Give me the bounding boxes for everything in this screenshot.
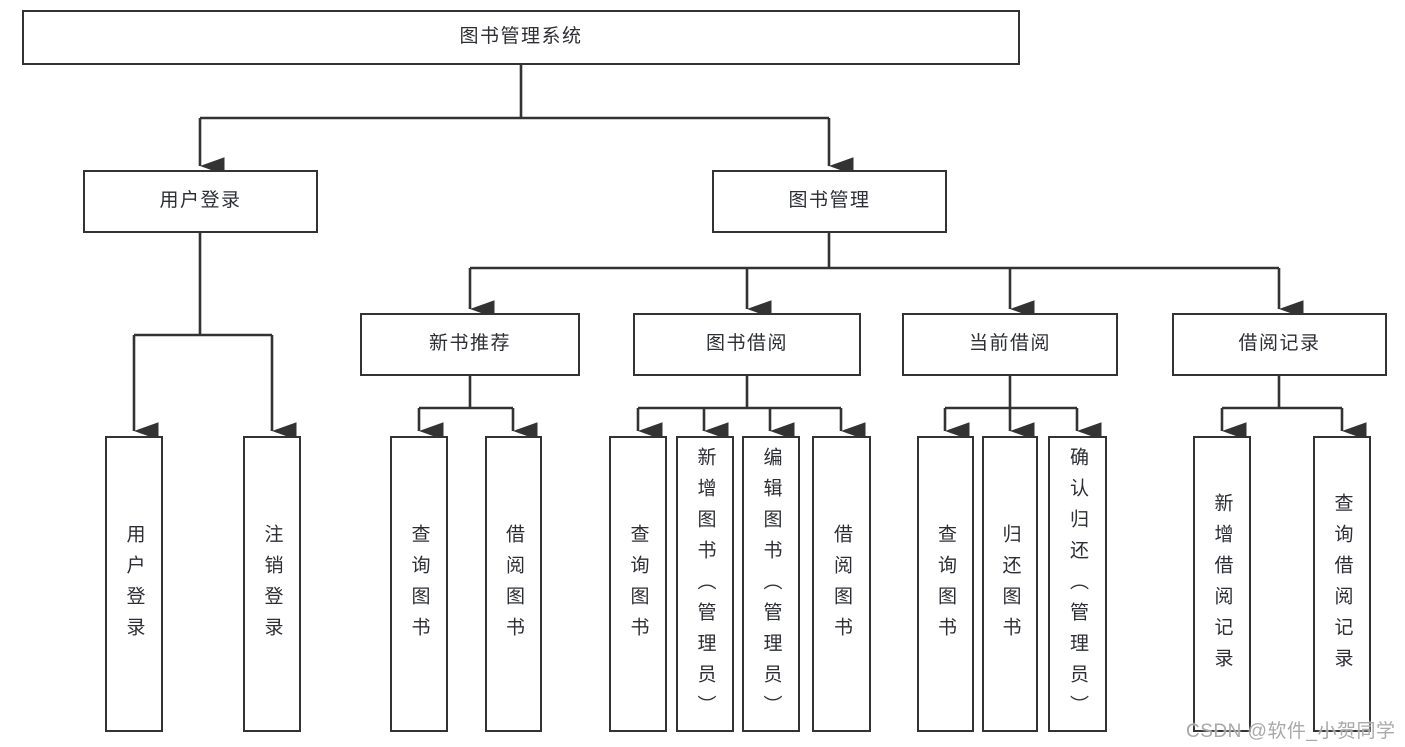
leaf-search-borrow-record: 查询借阅记录 <box>1313 436 1371 732</box>
leaf-add-books-admin: 新增图书（管理员） <box>676 436 734 732</box>
node-library-system: 图书管理系统 <box>22 10 1020 65</box>
leaf-confirm-return-admin: 确认归还（管理员） <box>1048 436 1107 732</box>
leaf-logout: 注销登录 <box>243 436 301 732</box>
node-user-login: 用户登录 <box>83 170 318 233</box>
leaf-add-borrow-record: 新增借阅记录 <box>1193 436 1251 732</box>
leaf-search-books-current: 查询图书 <box>917 436 974 732</box>
node-book-borrowing: 图书借阅 <box>633 313 861 376</box>
leaf-search-books-recommend: 查询图书 <box>390 436 448 732</box>
csdn-watermark: CSDN @软件_小贺同学 <box>1186 721 1396 742</box>
node-book-management: 图书管理 <box>712 170 947 233</box>
leaf-return-books: 归还图书 <box>982 436 1038 732</box>
leaf-search-books-borrowing: 查询图书 <box>609 436 667 732</box>
connector-arrows <box>132 118 1367 440</box>
leaf-borrow-books-recommend: 借阅图书 <box>485 436 542 732</box>
node-current-borrowing: 当前借阅 <box>902 313 1118 376</box>
connector-skeleton <box>134 65 1342 410</box>
leaf-user-login: 用户登录 <box>105 436 163 732</box>
leaf-edit-books-admin: 编辑图书（管理员） <box>742 436 800 732</box>
leaf-borrow-books: 借阅图书 <box>812 436 871 732</box>
node-new-book-recommendation: 新书推荐 <box>360 313 580 376</box>
node-borrowing-records: 借阅记录 <box>1172 313 1387 376</box>
